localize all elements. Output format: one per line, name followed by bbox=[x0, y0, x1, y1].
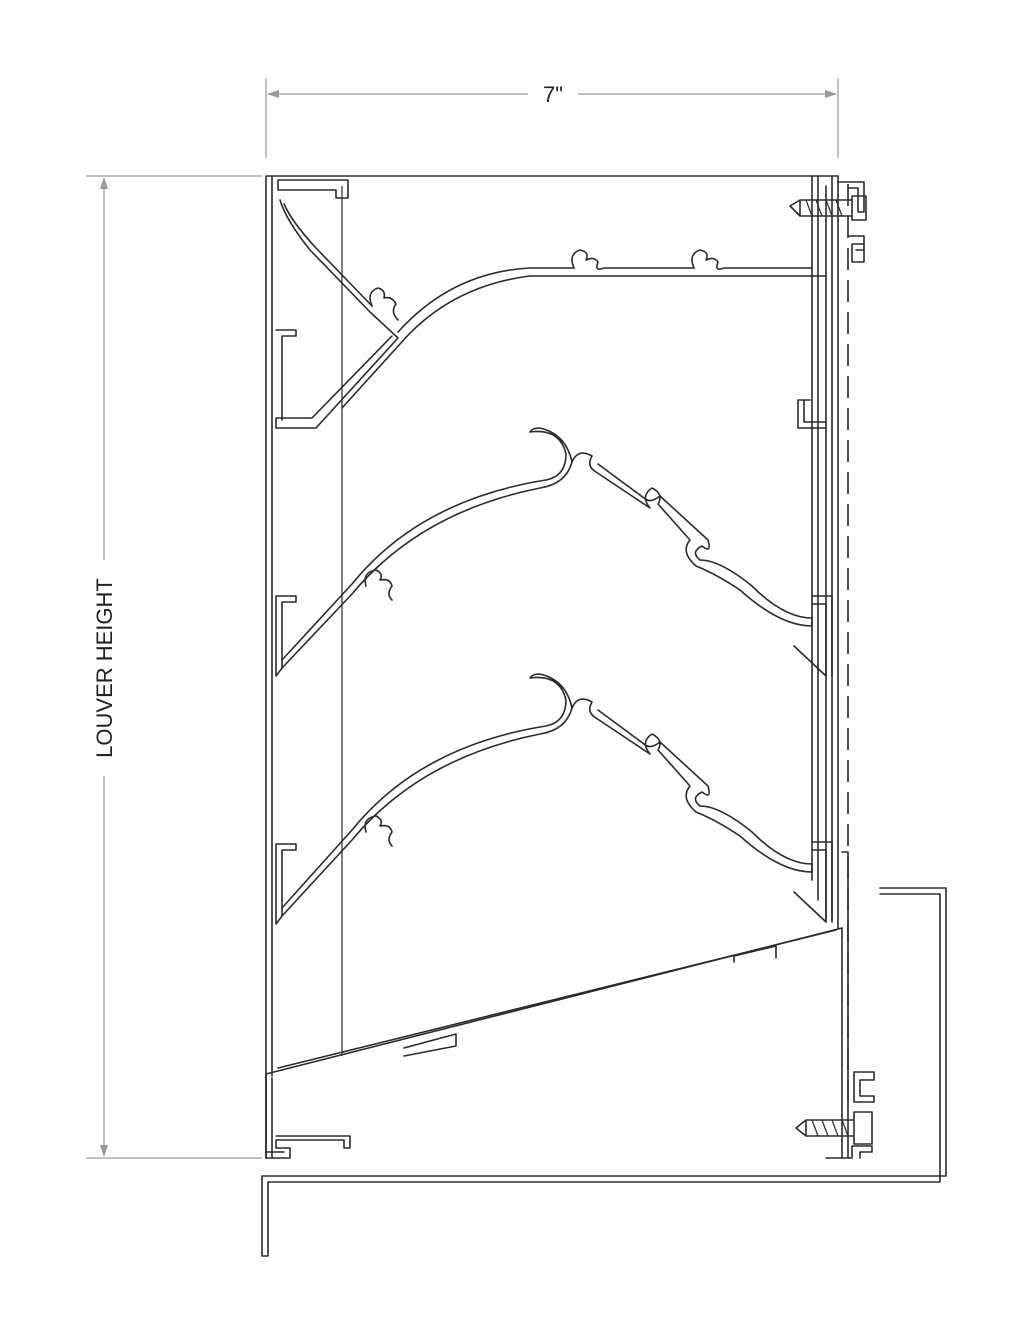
top-screw bbox=[789, 195, 867, 221]
bottom-fastener bbox=[795, 1071, 875, 1159]
louver-blade-middle bbox=[275, 427, 833, 677]
left-clip-1 bbox=[275, 329, 297, 421]
bottom-angle-clip-upper bbox=[853, 1071, 875, 1103]
width-label: 7" bbox=[543, 82, 563, 107]
bottom-screw-threads bbox=[811, 1119, 849, 1137]
blade-top-knob-3 bbox=[369, 287, 399, 321]
flange-lower-solid bbox=[841, 851, 849, 1159]
top-fastener bbox=[789, 181, 867, 263]
right-clip-1 bbox=[797, 399, 827, 429]
top-angle-clip bbox=[837, 181, 865, 213]
flashing-outline bbox=[261, 887, 947, 1257]
blade-top-knob-2 bbox=[691, 249, 731, 270]
louver-blade-lower bbox=[275, 673, 833, 925]
blade-lower-lower bbox=[571, 698, 813, 873]
blade-top-curve bbox=[341, 267, 827, 409]
blade-top-knob-1 bbox=[571, 249, 611, 270]
blade-lower-upper bbox=[281, 673, 573, 917]
louver-blade-top bbox=[275, 199, 827, 429]
left-clip-2 bbox=[275, 595, 297, 677]
right-jamb bbox=[811, 175, 839, 929]
left-clip-3 bbox=[275, 843, 297, 925]
top-angle-clip-lower bbox=[847, 235, 865, 263]
blade-middle-knob bbox=[364, 569, 393, 601]
width-dimension: 7" bbox=[265, 78, 839, 158]
bottom-angle-clip-lower bbox=[825, 1145, 873, 1159]
frame-outline bbox=[265, 175, 839, 1159]
right-clip-2 bbox=[793, 595, 833, 677]
blade-lower-knob bbox=[364, 815, 393, 847]
sill-slope-inner bbox=[277, 929, 837, 1069]
sill-slope-outer bbox=[265, 927, 843, 1159]
louver-sill bbox=[265, 927, 843, 1159]
sill-flashing bbox=[261, 887, 947, 1257]
blade-top-lower bbox=[275, 199, 399, 429]
blade-middle-upper bbox=[281, 427, 573, 669]
sill-foot bbox=[265, 1135, 351, 1159]
bottom-screw bbox=[795, 1111, 873, 1145]
height-label: LOUVER HEIGHT bbox=[92, 578, 117, 758]
right-clip-3 bbox=[793, 841, 833, 923]
blade-top-inner bbox=[283, 203, 373, 307]
top-screw-threads bbox=[805, 199, 843, 217]
head-clip bbox=[277, 179, 349, 199]
louver-frame bbox=[265, 175, 839, 1159]
blade-middle-lower bbox=[571, 452, 813, 627]
sill-left-leg bbox=[265, 1073, 273, 1159]
height-dimension: LOUVER HEIGHT bbox=[86, 175, 262, 1159]
